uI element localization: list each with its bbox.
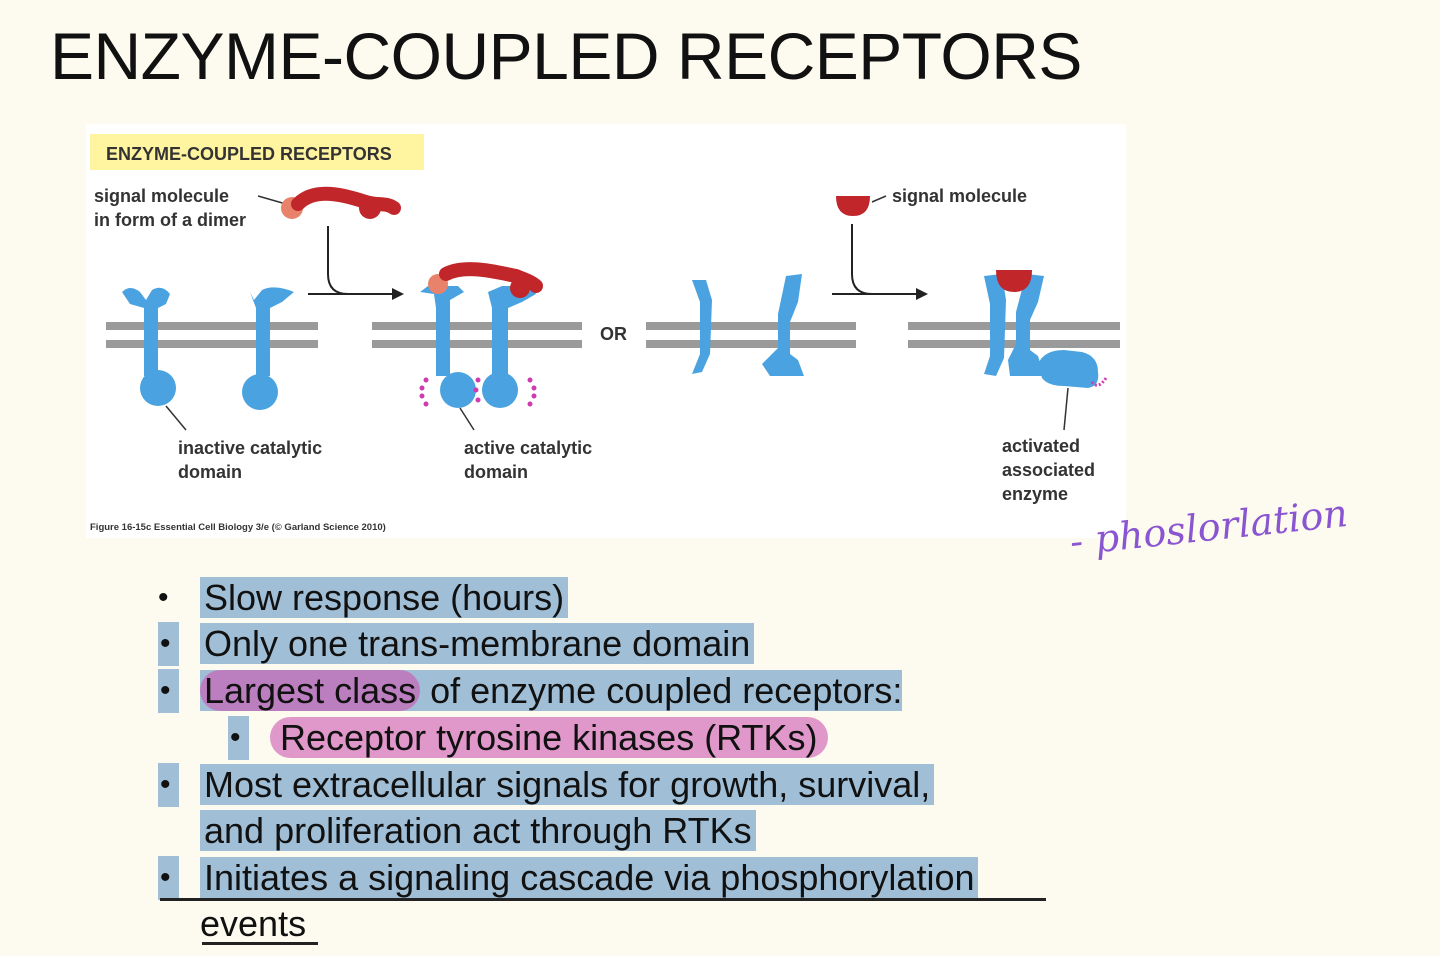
- bullet-dot: •: [158, 669, 179, 713]
- bullet-text-line2: and proliferation act through RTKs: [200, 810, 756, 851]
- active-label-1: active catalytic: [464, 438, 592, 458]
- bullet-dot: •: [158, 622, 179, 666]
- bullet-text-line1: Initiates a signaling cascade via phosph…: [200, 857, 979, 898]
- single-signal-molecule: [836, 196, 870, 216]
- active-label-2: domain: [464, 462, 528, 482]
- inactive-label-1: inactive catalytic: [178, 438, 322, 458]
- figure-caption: Figure 16-15c Essential Cell Biology 3/e…: [90, 522, 386, 533]
- activated-receptor-complex: [984, 270, 1108, 431]
- sub-bullet-text: Receptor tyrosine kinases (RTKs): [270, 717, 828, 758]
- bullet-item: Only one trans-membrane domain: [200, 622, 755, 666]
- inactive-receptors: [122, 287, 294, 410]
- figure-banner: ENZYME-COUPLED RECEPTORS: [106, 144, 392, 164]
- activated-label-2: associated: [1002, 460, 1095, 480]
- bullet-dot: •: [158, 763, 179, 807]
- receptor-figure: ENZYME-COUPLED RECEPTORS signal molecule…: [86, 124, 1126, 538]
- unbound-receptor-halves: [692, 274, 804, 376]
- active-receptors: [419, 262, 543, 408]
- bullet-item-continued: and proliferation act through RTKs: [200, 809, 756, 853]
- or-label: OR: [600, 324, 627, 344]
- bullet-item: Largest class of enzyme coupled receptor…: [200, 669, 903, 713]
- bullet-text-line2: events: [200, 903, 307, 944]
- bullet-dot: •: [158, 581, 169, 614]
- bullet-item: Slow response (hours): [200, 576, 569, 620]
- pen-underline: [160, 898, 1046, 901]
- sub-bullet-item: Receptor tyrosine kinases (RTKs): [270, 716, 828, 760]
- bullet-text: Only one trans-membrane domain: [200, 623, 755, 664]
- bullet-item: Initiates a signaling cascade via phosph…: [200, 856, 979, 900]
- inactive-label-2: domain: [178, 462, 242, 482]
- bullet-text: Slow response (hours): [200, 577, 569, 618]
- receptor-diagram: ENZYME-COUPLED RECEPTORS signal molecule…: [90, 134, 1120, 533]
- bullet-text-emphasis: Largest class: [200, 670, 421, 711]
- dimer-signal-molecule: [281, 186, 401, 219]
- bullet-item-continued: events: [200, 902, 306, 946]
- activated-label-1: activated: [1002, 436, 1080, 456]
- bullet-text-line1: Most extracellular signals for growth, s…: [200, 764, 935, 805]
- bullet-item: Most extracellular signals for growth, s…: [200, 763, 935, 807]
- left-signal-label-1: signal molecule: [94, 186, 229, 206]
- left-signal-label-2: in form of a dimer: [94, 210, 246, 230]
- bullet-text: of enzyme coupled receptors:: [420, 670, 903, 711]
- bullet-dot: •: [158, 856, 179, 900]
- sub-bullet-dot: •: [228, 716, 249, 760]
- figure-banner-bg: [90, 134, 424, 170]
- activated-label-3: enzyme: [1002, 484, 1068, 504]
- right-signal-label: signal molecule: [892, 186, 1027, 206]
- pen-underline: [202, 942, 318, 945]
- membrane: [106, 322, 1120, 348]
- slide-title: ENZYME-COUPLED RECEPTORS: [50, 19, 1082, 93]
